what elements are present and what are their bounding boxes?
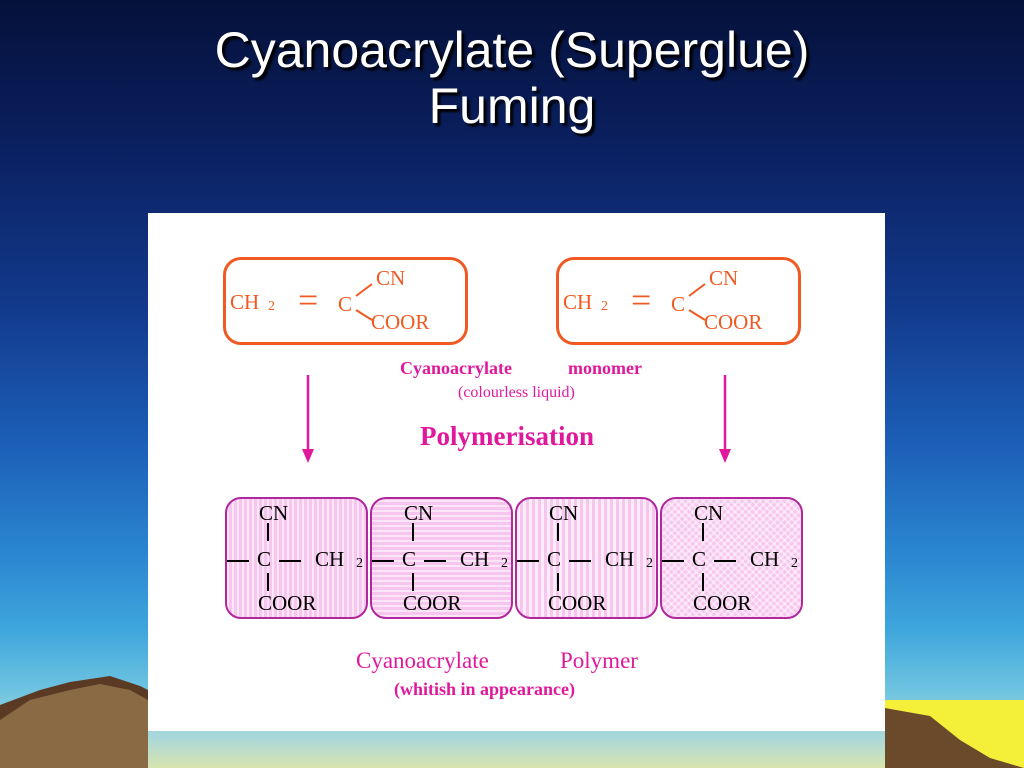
monomer-bonds xyxy=(355,283,373,321)
vbond-bottom xyxy=(702,573,704,591)
polymer-note: (whitish in appearance) xyxy=(394,679,576,699)
hbond-mid xyxy=(714,560,736,562)
polymer-unit-2 xyxy=(370,497,513,619)
ch-subscript: 2 xyxy=(356,556,363,571)
polymer-unit-4-formula: CN C CH 2 COOR xyxy=(660,497,805,619)
hbond-left xyxy=(517,560,539,562)
ch-label: CH xyxy=(230,290,260,314)
ch-subscript: 2 xyxy=(268,299,275,314)
ch-label: CH xyxy=(460,547,490,571)
hbond-mid xyxy=(424,560,446,562)
coor-label: COOR xyxy=(258,591,317,615)
vbond-top xyxy=(412,523,414,541)
polymerisation-label: Polymerisation xyxy=(420,421,594,451)
arrow-down-right xyxy=(719,375,731,463)
hbond-left xyxy=(662,560,684,562)
vbond-top xyxy=(557,523,559,541)
ch-subscript: 2 xyxy=(501,556,508,571)
monomer-caption-a: Cyanoacrylate xyxy=(400,358,512,378)
coor-label: COOR xyxy=(548,591,607,615)
vbond-bottom xyxy=(412,573,414,591)
mountain-left-highlight xyxy=(0,684,148,768)
ch-subscript: 2 xyxy=(791,556,798,571)
cn-label: CN xyxy=(259,501,289,525)
ch-label: CH xyxy=(605,547,635,571)
c-label: C xyxy=(402,547,417,571)
cn-label: CN xyxy=(376,266,406,290)
diagram-panel: CH 2 = C CN COOR CH 2 = C CN COOR Cyanoa… xyxy=(148,213,885,731)
vbond-top xyxy=(267,523,269,541)
monomer-box-left: CH 2 = C CN COOR xyxy=(223,257,468,345)
coor-label: COOR xyxy=(403,591,462,615)
hbond-left xyxy=(372,560,394,562)
monomer-note: (colourless liquid) xyxy=(458,384,575,401)
ch-subscript: 2 xyxy=(646,556,653,571)
ch-label: CH xyxy=(563,290,593,314)
polymer-caption-a: Cyanoacrylate xyxy=(356,648,489,673)
c-label: C xyxy=(257,547,272,571)
cn-label: CN xyxy=(709,266,739,290)
cn-label: CN xyxy=(404,501,434,525)
coor-label: COOR xyxy=(704,310,763,334)
double-bond: = xyxy=(298,280,319,320)
ch-label: CH xyxy=(750,547,780,571)
title-line-2: Fuming xyxy=(428,78,596,134)
mountain-right xyxy=(885,708,1024,768)
slide-title: Cyanoacrylate (Superglue) Fuming xyxy=(0,22,1024,134)
monomer-box-right: CH 2 = C CN COOR xyxy=(556,257,801,345)
ch-subscript: 2 xyxy=(601,299,608,314)
polymer-unit-4 xyxy=(660,497,803,619)
hbond-mid xyxy=(569,560,591,562)
hbond-mid xyxy=(279,560,301,562)
polymer-caption-b: Polymer xyxy=(560,648,638,673)
coor-label: COOR xyxy=(693,591,752,615)
polymer-unit-1 xyxy=(225,497,368,619)
monomer-bonds xyxy=(688,283,706,321)
c-label: C xyxy=(547,547,562,571)
polymer-unit-3-formula: CN C CH 2 COOR xyxy=(515,497,660,619)
vbond-bottom xyxy=(557,573,559,591)
coor-label: COOR xyxy=(371,310,430,334)
title-line-1: Cyanoacrylate (Superglue) xyxy=(214,22,810,78)
polymer-unit-3 xyxy=(515,497,658,619)
polymer-unit-1-formula: CN C CH 2 COOR xyxy=(225,497,370,619)
cn-label: CN xyxy=(694,501,724,525)
arrow-down-left xyxy=(302,375,314,463)
c-label: C xyxy=(692,547,707,571)
c-label: C xyxy=(671,292,686,316)
vbond-top xyxy=(702,523,704,541)
hbond-left xyxy=(227,560,249,562)
vbond-bottom xyxy=(267,573,269,591)
double-bond: = xyxy=(631,280,652,320)
monomer-caption-b: monomer xyxy=(568,358,642,378)
polymer-unit-2-formula: CN C CH 2 COOR xyxy=(370,497,515,619)
cn-label: CN xyxy=(549,501,579,525)
c-label: C xyxy=(338,292,353,316)
ch-label: CH xyxy=(315,547,345,571)
